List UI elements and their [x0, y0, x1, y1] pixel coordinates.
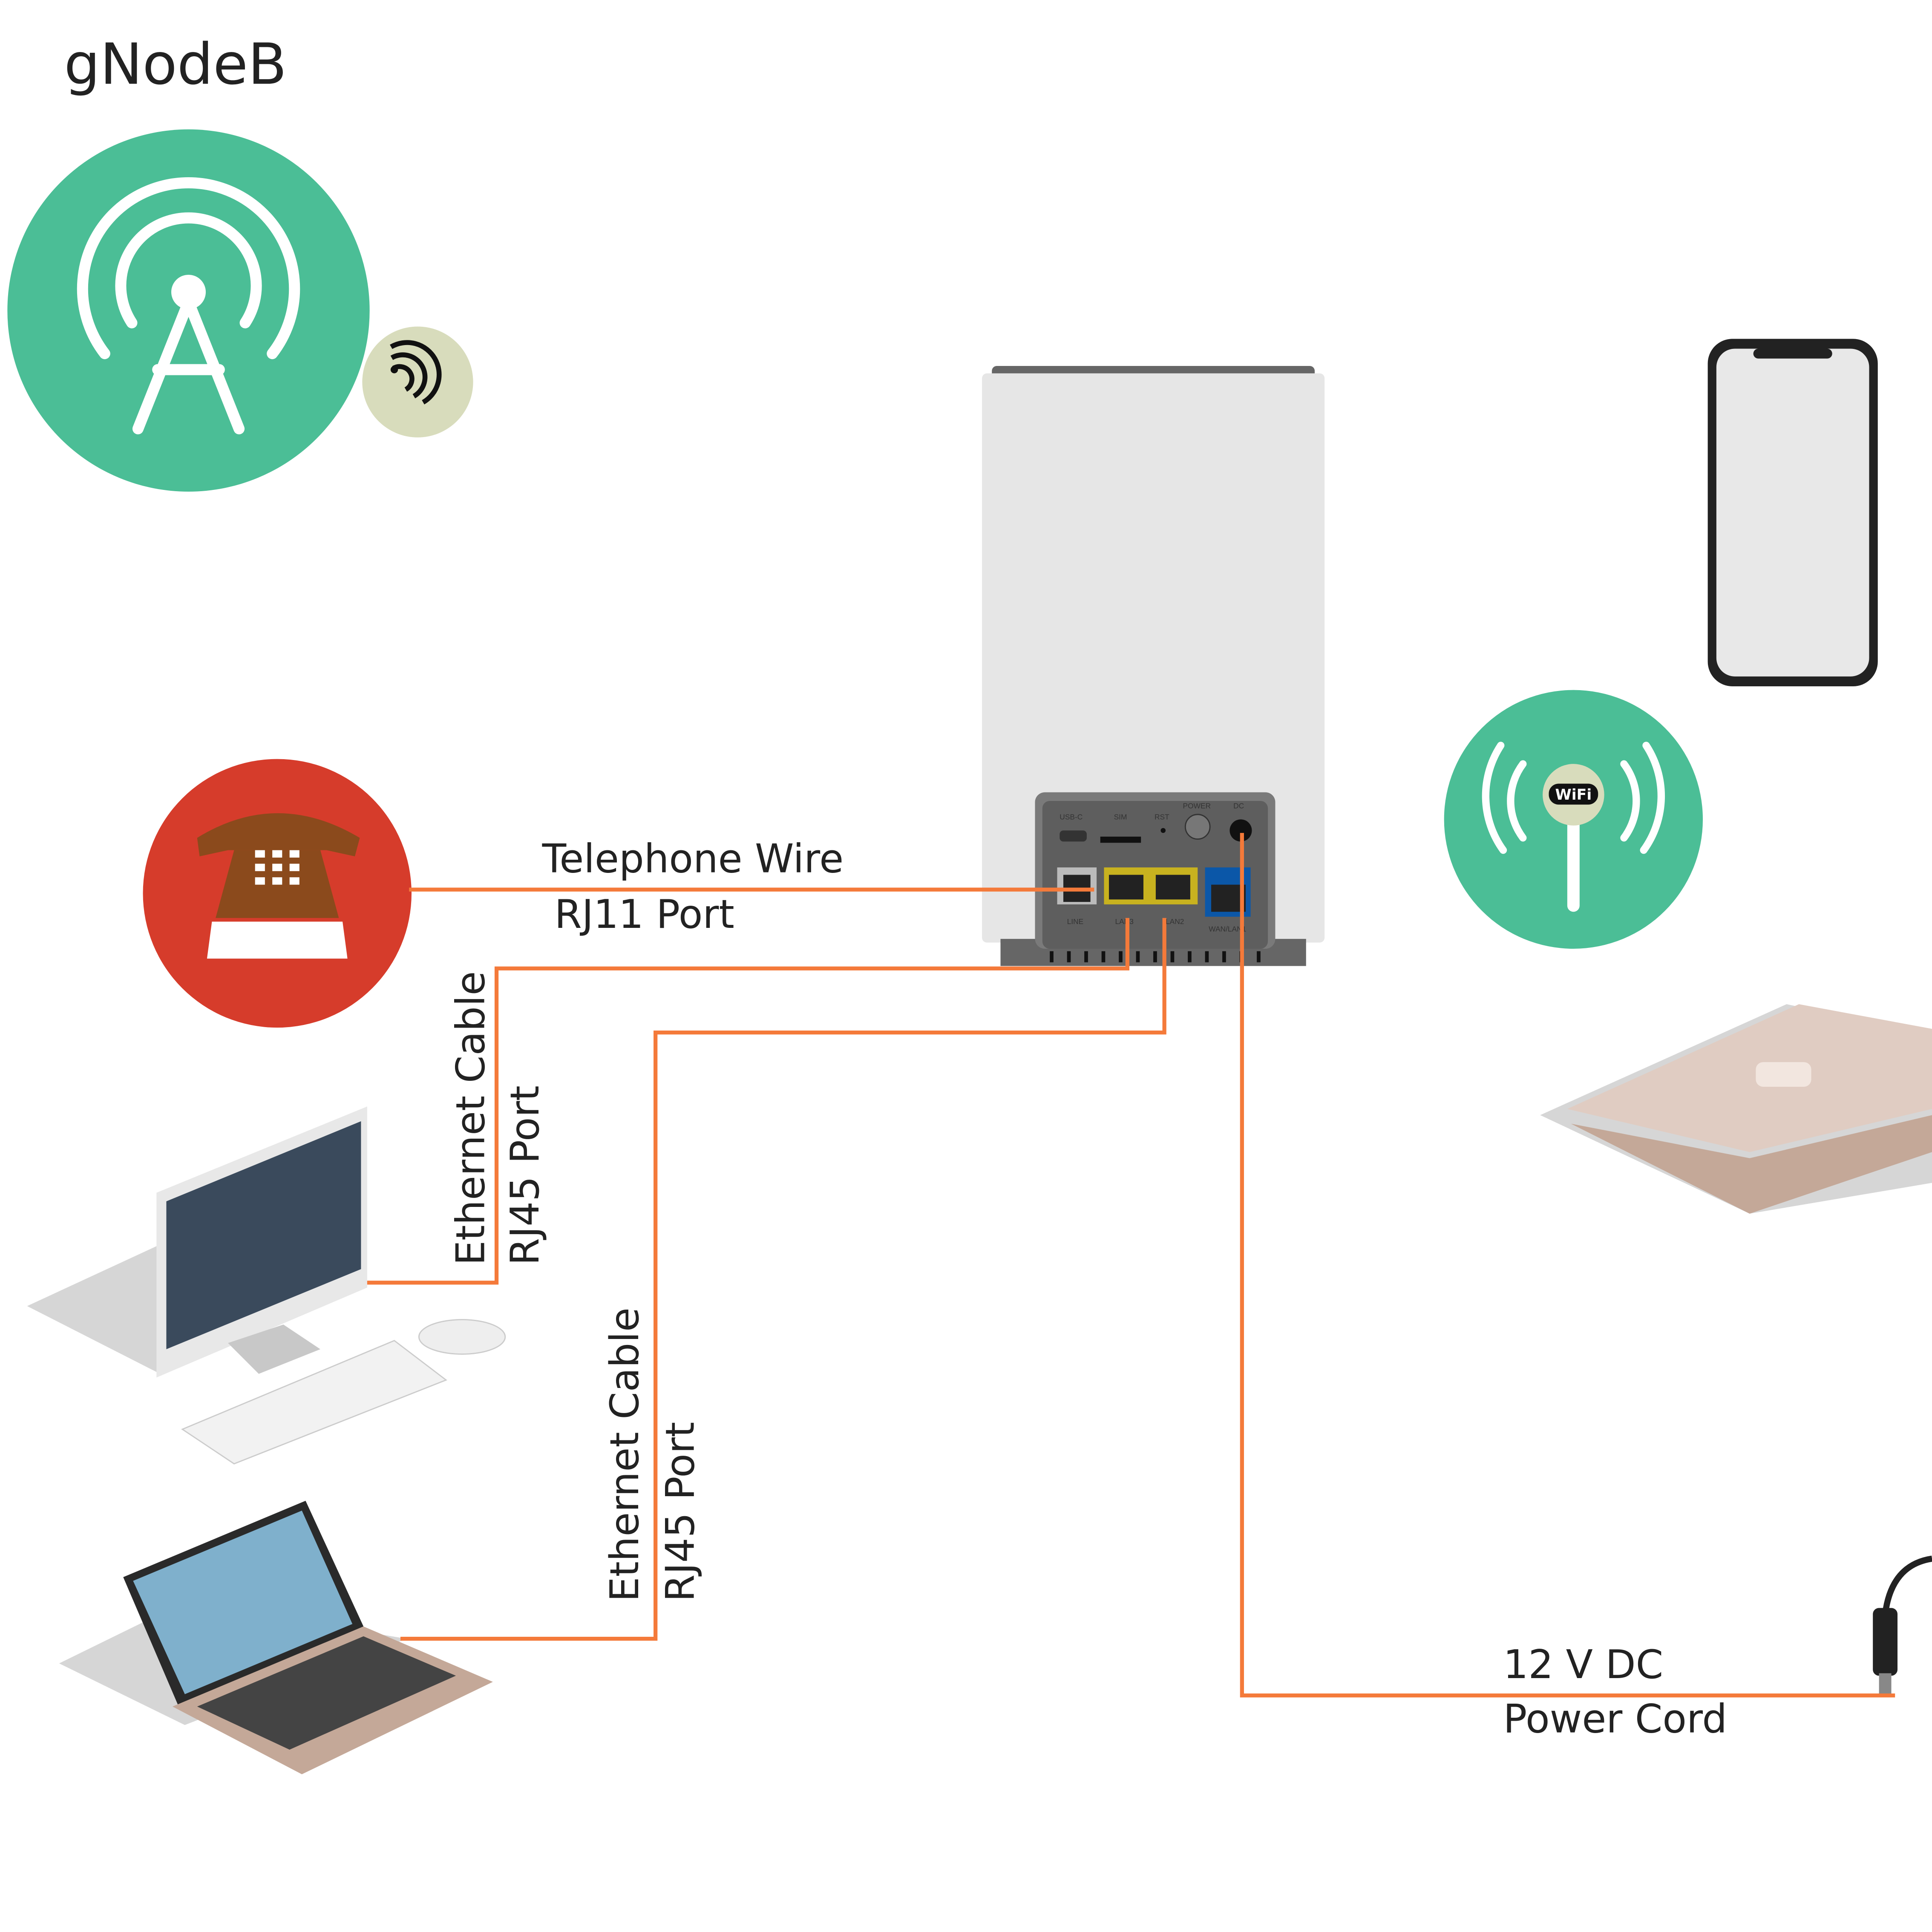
- port-label-lan3: LAN3: [1115, 917, 1133, 926]
- gnodeb-title: gNodeB: [64, 32, 287, 98]
- wifi-icon: WiFi: [1444, 690, 1703, 949]
- sim-slot: [1100, 836, 1141, 843]
- port-label-dc: DC: [1233, 801, 1244, 810]
- router-ports: USB-C SIM RST POWER DC LINE LAN3 LAN2 WA…: [1050, 801, 1261, 962]
- ethernet-cable-label-2: Ethernet Cable: [602, 1307, 648, 1602]
- port-label-power: POWER: [1183, 801, 1211, 810]
- reset-button[interactable]: [1160, 828, 1166, 833]
- ethernet-cable-2: [400, 918, 1166, 1641]
- wireless-signal-icon: [362, 326, 473, 438]
- smartphone-icon: [1707, 339, 1878, 686]
- port-label-rst: RST: [1155, 812, 1169, 821]
- rj11-port-label: RJ11 Port: [554, 891, 734, 937]
- power-cord: [1240, 833, 1895, 1698]
- ethernet-cable-1: [367, 918, 1130, 1285]
- rj45-port-label-1: RJ45 Port: [502, 1085, 548, 1265]
- port-label-sim: SIM: [1114, 812, 1127, 821]
- router-device: USB-C SIM RST POWER DC LINE LAN3 LAN2 WA…: [982, 366, 1325, 966]
- ethernet-cable-label-1: Ethernet Cable: [448, 971, 494, 1265]
- laptop-right-icon: [1540, 1004, 1932, 1214]
- laptop-icon: [59, 1500, 493, 1774]
- dc-jack: [1229, 819, 1252, 842]
- telephone-icon: [143, 759, 412, 1028]
- usb-c-port: [1060, 830, 1087, 842]
- desktop-computer-icon: [27, 1106, 506, 1465]
- port-label-line: LINE: [1067, 917, 1084, 926]
- power-plug-icon: [1873, 1555, 1932, 1696]
- port-label-lan2: LAN2: [1166, 917, 1184, 926]
- cell-tower-icon: [7, 129, 370, 492]
- wifi-badge-text: WiFi: [1555, 786, 1592, 803]
- telephone-wire-label: Telephone Wire: [542, 836, 844, 882]
- power-cord-label: Power Cord: [1503, 1696, 1728, 1742]
- port-label-usb: USB-C: [1060, 812, 1083, 821]
- power-button[interactable]: [1184, 814, 1211, 840]
- rj45-port-label-2: RJ45 Port: [657, 1422, 703, 1602]
- port-label-wan: WAN/LAN1: [1209, 925, 1246, 933]
- power-dc-label: 12 V DC: [1503, 1641, 1664, 1687]
